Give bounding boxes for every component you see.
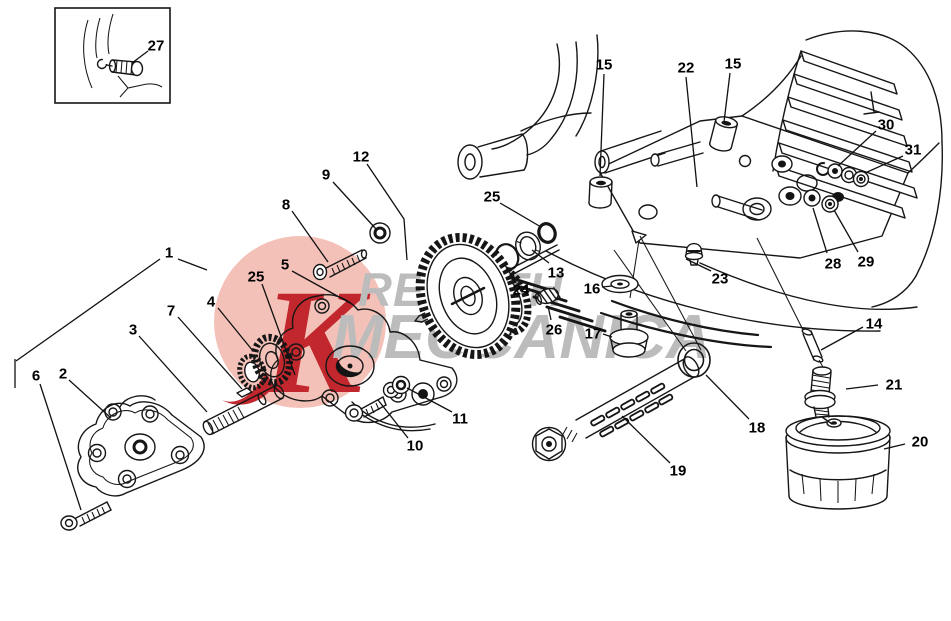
part-label-13: 13 — [548, 265, 565, 282]
leader-line-29 — [833, 209, 859, 253]
part-label-25: 25 — [484, 189, 501, 206]
leader-line-1 — [15, 258, 161, 362]
part-label-27: 27 — [148, 38, 165, 55]
leader-line-16 — [601, 285, 613, 288]
leader-line-26 — [547, 305, 552, 321]
leader-line-10 — [377, 399, 409, 439]
bushing-15-left — [588, 176, 613, 209]
oil-strainer-19 — [531, 356, 700, 462]
mounting-hardware — [803, 162, 870, 213]
part-label-22: 22 — [678, 60, 695, 77]
part-label-1: 1 — [165, 245, 173, 262]
leader-line-25 — [499, 202, 542, 228]
part-label-18: 18 — [749, 420, 766, 437]
part-label-23: 23 — [712, 271, 729, 288]
washers-11 — [382, 375, 411, 399]
part-label-30: 30 — [878, 117, 895, 134]
leader-line-12 — [366, 163, 408, 261]
part-label-21: 21 — [886, 377, 903, 394]
leader-line-24 — [504, 264, 516, 282]
part-label-15: 15 — [596, 57, 613, 74]
part-label-8: 8 — [282, 197, 290, 214]
part-label-16: 16 — [584, 281, 601, 298]
oring-small — [738, 154, 752, 168]
inset-detail-box — [54, 7, 171, 104]
part-label-26: 26 — [546, 322, 563, 339]
part-label-20: 20 — [912, 434, 929, 451]
part-label-2: 2 — [59, 366, 67, 383]
part-label-29: 29 — [858, 254, 875, 271]
bushing-15-right — [709, 116, 739, 152]
oring-18 — [677, 342, 711, 378]
part-label-10: 10 — [407, 438, 424, 455]
part-label-24: 24 — [513, 282, 530, 299]
leader-line-21 — [845, 384, 879, 390]
seal-25 — [537, 222, 557, 244]
leader-line-15 — [723, 72, 731, 123]
leader-line-30 — [837, 130, 877, 167]
part-label-19: 19 — [670, 463, 687, 480]
oil-filter-20 — [785, 415, 891, 510]
oil-pump-cover-2 — [77, 395, 205, 497]
screw-6 — [60, 501, 112, 531]
valve-17 — [609, 309, 649, 358]
part-label-14: 14 — [866, 316, 883, 333]
leader-line-4 — [217, 307, 254, 352]
part-label-4: 4 — [207, 294, 216, 311]
leader-line-11 — [406, 387, 453, 413]
leader-line-7 — [177, 316, 243, 390]
leader-line-25 — [261, 283, 296, 376]
part-label-25: 25 — [248, 269, 265, 286]
part-label-6: 6 — [32, 368, 40, 385]
part-label-11: 11 — [452, 411, 468, 428]
leader-line-22 — [685, 76, 698, 188]
seal-rings — [494, 222, 557, 271]
pump-shaft-3 — [202, 384, 285, 436]
leader-line-18 — [705, 374, 750, 420]
part-label-31: 31 — [905, 142, 922, 159]
part-label-3: 3 — [129, 322, 137, 339]
pump-drive-gear-12 — [414, 232, 560, 360]
leader-line-15 — [599, 73, 605, 177]
part-number-labels: 2718912255473261011191825132426161723221… — [14, 38, 929, 511]
pin-14 — [801, 328, 824, 363]
part-label-17: 17 — [585, 326, 602, 343]
leader-line-13 — [531, 249, 550, 264]
leader-line-20 — [883, 443, 906, 450]
leader-line-3 — [138, 335, 208, 413]
leader-line-14 — [820, 326, 864, 351]
leader-line-9 — [332, 181, 377, 230]
seal-13 — [515, 231, 541, 261]
leader-line-19 — [621, 415, 671, 464]
section-marker — [631, 230, 647, 244]
leader-line-8 — [291, 210, 329, 263]
leader-line-1 — [177, 258, 208, 271]
part-label-28: 28 — [825, 256, 842, 273]
pump-rotor — [325, 345, 375, 387]
part-label-9: 9 — [322, 167, 330, 184]
leader-line-28 — [812, 207, 828, 254]
clip-ring — [96, 58, 108, 70]
leader-line-17 — [602, 333, 613, 338]
screw-8 — [312, 249, 368, 281]
part-label-12: 12 — [353, 149, 370, 166]
leader-line-2 — [68, 379, 112, 419]
leader-line-31 — [864, 155, 904, 174]
part-label-15: 15 — [725, 56, 742, 73]
leader-line-27 — [131, 50, 149, 64]
leader-line-5 — [291, 270, 351, 304]
plug-23 — [684, 242, 704, 266]
screw-10 — [344, 396, 387, 422]
plug-26 — [534, 287, 561, 306]
leader-line-23 — [685, 258, 712, 272]
leader-line-6 — [39, 383, 82, 511]
part-label-5: 5 — [281, 257, 289, 274]
part-label-7: 7 — [167, 303, 175, 320]
woodruff-key-7 — [236, 387, 253, 398]
watermark-logo-swoosh — [222, 372, 274, 405]
filter-union-21 — [804, 366, 836, 425]
screw-27 — [108, 59, 144, 77]
bypass-valve-parts — [534, 242, 704, 358]
